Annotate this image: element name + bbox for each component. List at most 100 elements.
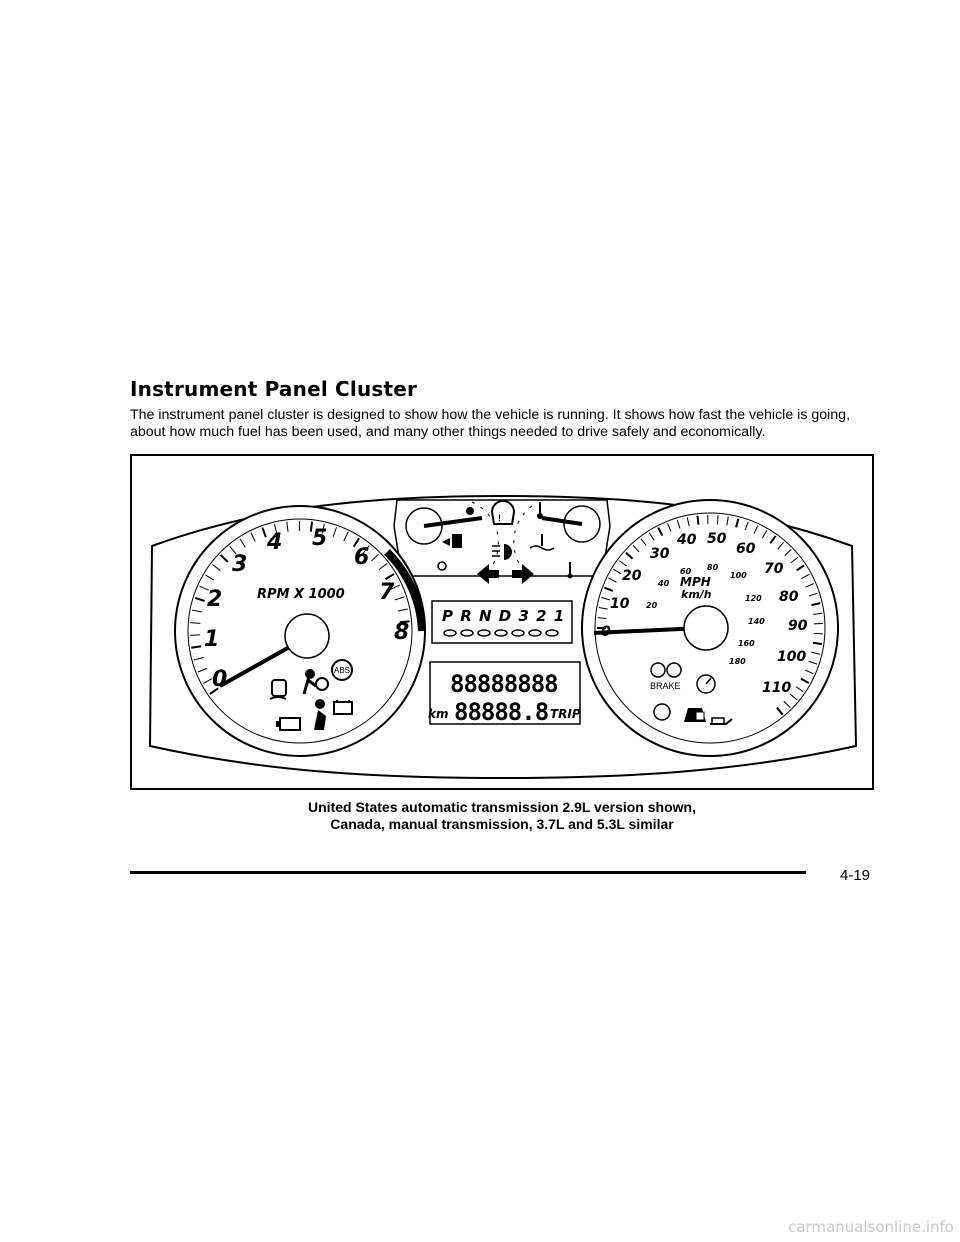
- tach-tick: [321, 523, 325, 534]
- speed-tick: [805, 583, 815, 588]
- speed-tick: [716, 515, 719, 525]
- mph-tick-label: 90: [788, 618, 808, 634]
- temp-hot-icon: [567, 562, 573, 579]
- kmh-tick-label: 20: [646, 601, 658, 610]
- speed-tick: [804, 669, 814, 675]
- fuel-gauge: [405, 501, 499, 577]
- fuel-needle: [423, 516, 483, 528]
- speed-tick: [625, 551, 634, 560]
- tach-tick: [352, 537, 360, 548]
- tire-pressure-icon: !: [490, 500, 516, 525]
- mph-tick-label: 60: [736, 541, 756, 557]
- speed-tick: [811, 651, 821, 655]
- tachometer: 0 1 2 3 4 5 6 7 8 RPM X 1000 ABS: [174, 505, 426, 757]
- speed-tick: [776, 707, 784, 716]
- tach-tick: [219, 554, 229, 563]
- mph-tick-label: 30: [650, 546, 670, 562]
- tach-tick: [309, 521, 313, 532]
- temperature-gauge: [513, 502, 601, 579]
- mph-tick-label: 110: [762, 680, 791, 696]
- speed-tick: [613, 568, 622, 575]
- tach-tick-label: 5: [312, 526, 327, 551]
- tach-tick: [212, 564, 221, 571]
- cruise-icon: [696, 674, 716, 694]
- speed-tick: [604, 586, 614, 592]
- speed-tick: [676, 519, 681, 529]
- speed-tick: [789, 693, 798, 701]
- speed-tick: [657, 527, 664, 537]
- odometer-top: 88888888: [450, 670, 558, 698]
- speed-hub: [683, 605, 729, 651]
- speed-tick: [808, 592, 818, 597]
- speed-tick: [735, 518, 740, 528]
- tach-tick: [390, 584, 401, 590]
- gear-led: [511, 629, 525, 637]
- speed-tick: [601, 596, 611, 601]
- speed-tick: [696, 515, 700, 525]
- svg-text:!: !: [498, 513, 501, 523]
- speed-tick: [812, 641, 822, 646]
- tach-tick: [191, 645, 202, 649]
- speed-tick: [761, 530, 768, 539]
- speed-tick: [769, 535, 777, 544]
- tach-tick: [229, 546, 237, 555]
- page-number: 4-19: [840, 867, 871, 884]
- footer-rule: [130, 871, 806, 874]
- tach-tick: [371, 553, 379, 562]
- brake-icon: BRAKE: [650, 662, 682, 691]
- instrument-cluster-drawing: 0 1 2 3 4 5 6 7 8 RPM X 1000 ABS: [148, 494, 858, 780]
- page-title: Instrument Panel Cluster: [130, 377, 418, 401]
- tach-tick-label: 7: [379, 580, 395, 605]
- speed-tick: [783, 700, 791, 708]
- traction-icon: [269, 679, 287, 700]
- gear-led: [528, 629, 542, 637]
- kmh-tick-label: 180: [729, 657, 746, 666]
- speed-tick: [777, 541, 785, 550]
- odometer-unit: km: [428, 707, 448, 721]
- tach-tick: [250, 532, 256, 542]
- mph-tick-label: 50: [707, 531, 727, 547]
- speed-tick: [726, 516, 729, 526]
- mph-tick-label: 10: [610, 596, 630, 612]
- tach-tick: [203, 678, 213, 684]
- abs-label: ABS: [334, 666, 350, 675]
- gear-display: P R N D 3 2 1: [431, 600, 573, 644]
- odometer-display: 88888888 km 88888.8 TRIP: [428, 661, 581, 726]
- tach-tick: [197, 667, 208, 673]
- trip-label: TRIP: [550, 707, 581, 721]
- gear-led: [443, 629, 457, 637]
- tach-tick: [397, 608, 408, 612]
- tach-tick: [394, 596, 405, 601]
- temperature-icon: [529, 502, 555, 551]
- abs-icon: ABS: [331, 659, 353, 681]
- tach-tick-label: 6: [354, 545, 369, 570]
- gear-led: [477, 629, 491, 637]
- tach-tick: [194, 596, 205, 602]
- kmh-tick-label: 100: [730, 571, 747, 580]
- tach-tick: [199, 585, 209, 591]
- tach-tick-label: 8: [394, 620, 409, 645]
- headlamp-icon: [492, 544, 512, 560]
- tach-tick-label: 0: [212, 667, 227, 692]
- kmh-tick-label: 160: [738, 639, 755, 648]
- tach-tick: [205, 574, 215, 581]
- mph-tick-label: 20: [622, 568, 642, 584]
- mph-tick-label: 100: [777, 649, 806, 665]
- intro-paragraph: The instrument panel cluster is designed…: [130, 407, 851, 440]
- kmh-tick-label: 80: [707, 563, 719, 572]
- kmh-tick-label: 120: [745, 594, 762, 603]
- fuel-icon: [442, 534, 462, 548]
- speed-tick: [744, 521, 749, 531]
- tach-tick: [399, 620, 410, 624]
- speed-tick: [597, 617, 607, 620]
- indicator-lamp: [653, 703, 671, 721]
- airbag-icon: [302, 669, 329, 695]
- speed-tick: [795, 686, 804, 693]
- check-engine-icon: [276, 717, 301, 731]
- tach-tick-label: 2: [207, 587, 222, 612]
- speed-tick: [784, 549, 792, 556]
- speedometer: 0 10 20 30 40 50 60 70 80 90 100 110 20 …: [581, 499, 839, 757]
- gear-led: [460, 629, 474, 637]
- gear-led: [494, 629, 508, 637]
- tach-tick: [193, 656, 204, 661]
